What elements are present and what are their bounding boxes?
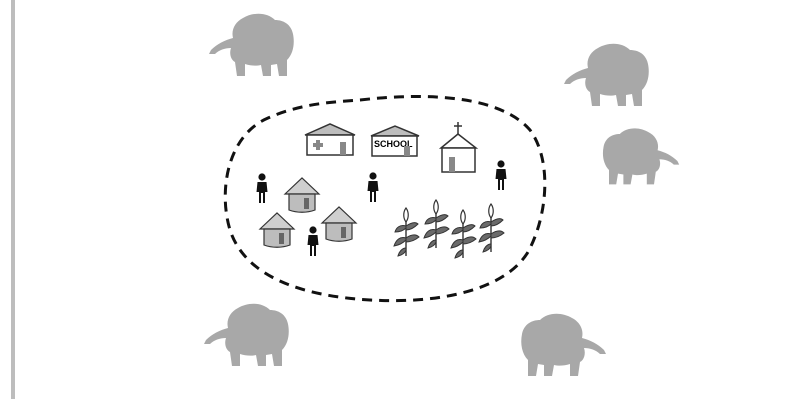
hut-icon xyxy=(322,207,356,241)
hut-icon xyxy=(260,213,294,247)
person-icon xyxy=(496,160,507,190)
maize-icon xyxy=(451,210,476,258)
elephant-icon xyxy=(521,314,606,376)
elephant-icon xyxy=(204,304,289,366)
hut-icon xyxy=(285,178,319,212)
school-icon: SCHOOL xyxy=(371,126,419,156)
maize-icon xyxy=(394,208,419,256)
person-icon xyxy=(308,226,319,256)
maize-icon xyxy=(424,200,449,248)
clinic-icon xyxy=(305,124,355,155)
elephant-icon xyxy=(603,128,679,184)
person-icon xyxy=(368,172,379,202)
elephant-icon xyxy=(209,14,294,76)
elephant-icon xyxy=(564,44,649,106)
maize-icon xyxy=(479,204,504,252)
village-boundary xyxy=(225,96,545,300)
person-icon xyxy=(257,173,268,203)
church-icon xyxy=(441,122,476,172)
